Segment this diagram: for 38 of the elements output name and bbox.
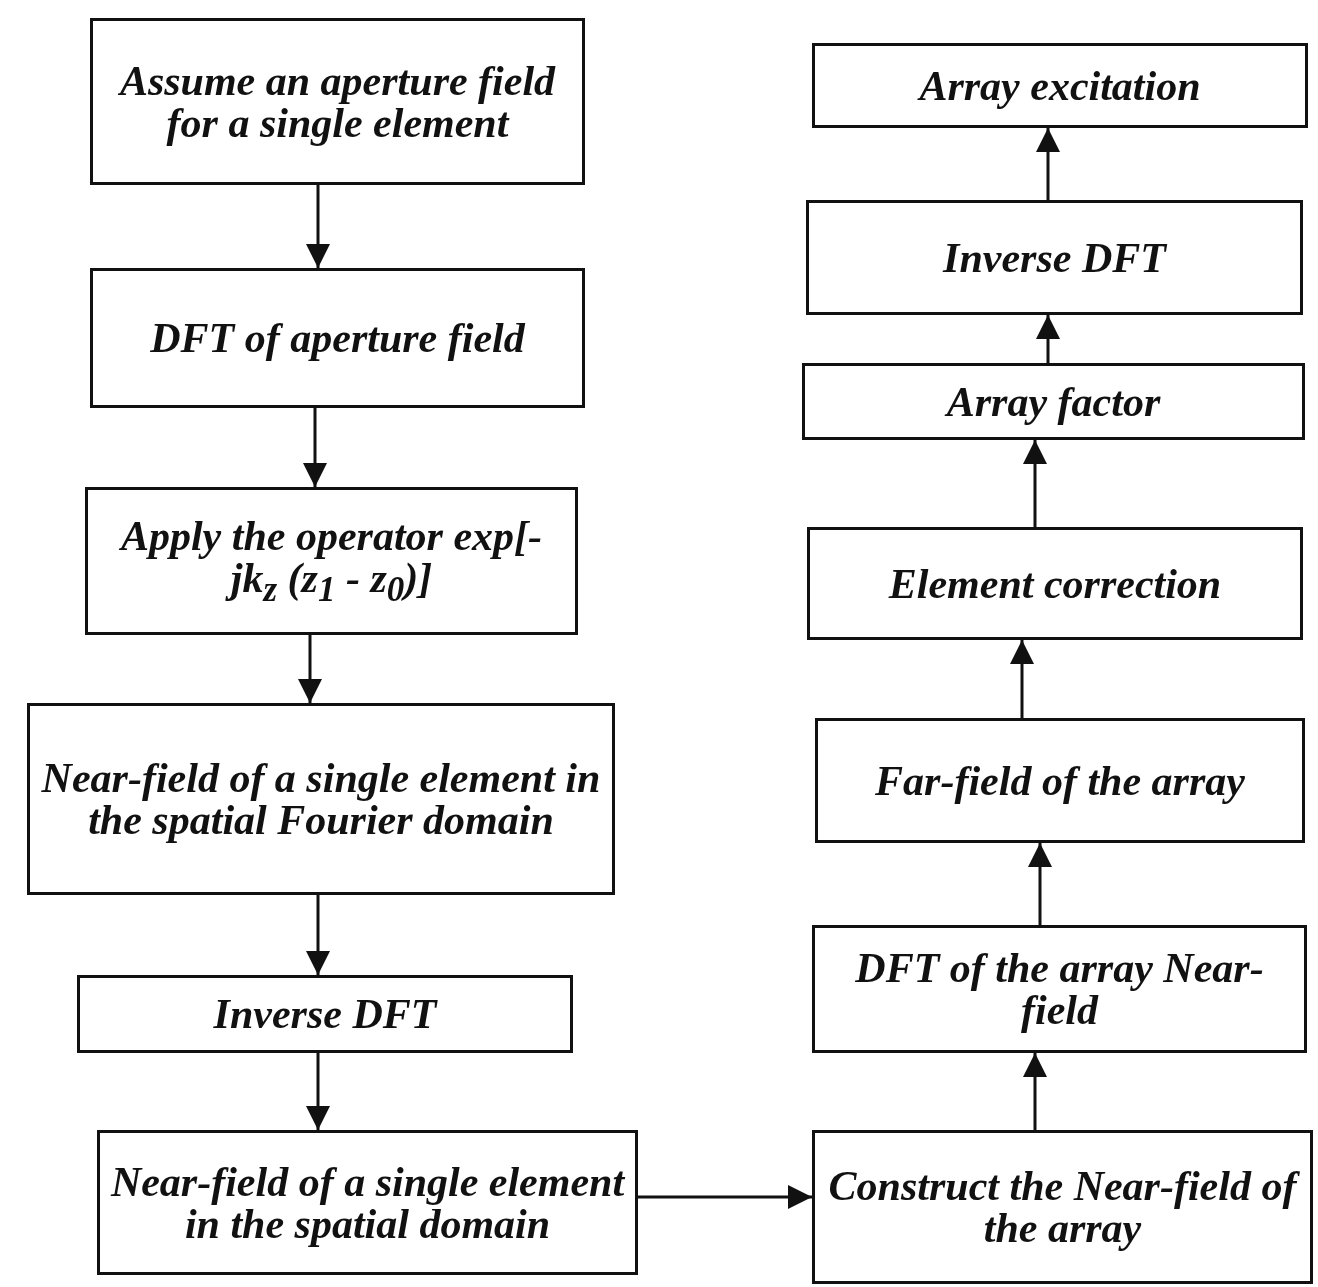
arrow	[306, 185, 330, 268]
arrow	[306, 895, 330, 975]
node-label: DFT of the array Near-field	[854, 947, 1265, 1031]
arrow	[1028, 843, 1052, 925]
process-box	[27, 703, 615, 895]
node-label: Inverse DFT	[943, 236, 1166, 279]
arrow	[298, 635, 322, 703]
node-label: Far-field of the array	[875, 759, 1245, 802]
node-label: Apply the operator exp[-jk$_{z}$ (z$_{1}$ - z$_{0}$)]	[118, 514, 544, 608]
arrow	[1036, 315, 1060, 363]
arrow	[303, 408, 327, 487]
process-box	[802, 363, 1305, 440]
process-box	[90, 268, 585, 408]
process-box	[812, 43, 1308, 128]
process-box	[97, 1130, 638, 1275]
process-box	[85, 487, 578, 635]
arrow	[638, 1185, 812, 1209]
process-box	[812, 925, 1307, 1053]
process-box	[812, 1130, 1313, 1284]
process-box	[90, 18, 585, 185]
node-label: Near-field of a single element in the spatial domain	[110, 1160, 625, 1245]
node-label: Construct the Near-field of the array	[825, 1165, 1300, 1249]
node-label: Inverse DFT	[213, 993, 437, 1035]
arrow	[1036, 128, 1060, 200]
node-label: Array factor	[946, 380, 1161, 423]
process-box	[806, 200, 1303, 315]
node-label: DFT of aperture field	[150, 317, 525, 359]
node-label: Assume an aperture field for a single element	[117, 59, 557, 144]
node-label: Element correction	[888, 562, 1222, 605]
node-label: Near-field of a single element in the spatial Fourier domain	[40, 757, 602, 841]
process-box	[77, 975, 573, 1053]
arrow	[1023, 1053, 1047, 1130]
arrow	[1023, 440, 1047, 527]
process-box	[807, 527, 1303, 640]
node-label: Array excitation	[919, 64, 1201, 107]
process-box	[815, 718, 1305, 843]
arrow	[306, 1053, 330, 1130]
arrow	[1010, 640, 1034, 718]
